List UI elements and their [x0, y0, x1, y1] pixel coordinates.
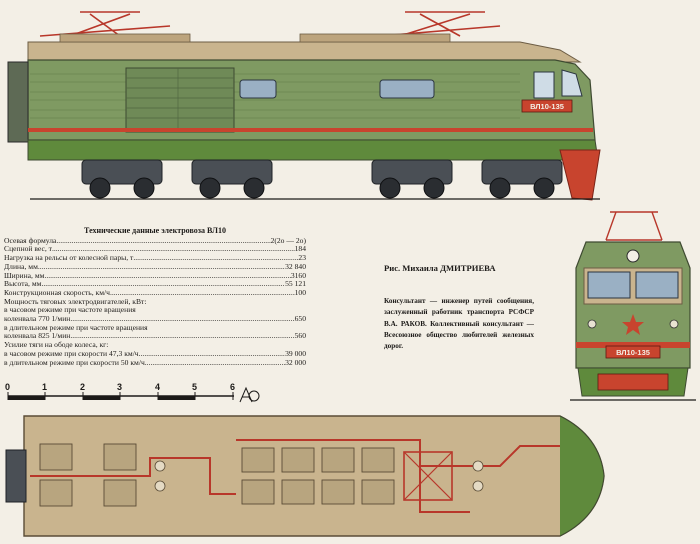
locomotive-front-view: ВЛ10-135	[566, 208, 700, 408]
leader-dots	[110, 289, 295, 298]
spec-label: Высота, мм	[4, 280, 42, 289]
technical-specs: Технические данные электровоза ВЛ10 Осев…	[4, 226, 306, 368]
spec-row: Сцепной вес, т 184	[4, 245, 306, 254]
buffer-end	[5, 449, 27, 503]
spec-row: Длина, мм 32 840	[4, 263, 306, 272]
spec-value: 100	[294, 288, 306, 297]
leader-dots	[70, 315, 294, 324]
leader-dots	[145, 359, 285, 368]
leader-dots	[41, 280, 285, 289]
wheels	[89, 177, 555, 199]
scale-tick-label: 4	[155, 382, 161, 392]
front-number-plate-text: ВЛ10-135	[616, 348, 650, 357]
pantograph-front-view	[605, 211, 663, 241]
spec-value: 39 000	[285, 349, 306, 358]
leader-dots	[133, 254, 298, 263]
spec-label: Нагрузка на рельсы от колесной пары, т	[4, 254, 134, 263]
spec-row: Осевая формула 2(2о — 2о)	[4, 237, 306, 246]
spec-label: в часовом режиме при частоте вращения	[4, 306, 136, 315]
spec-value: 32 000	[285, 358, 306, 367]
coupler-area	[597, 373, 669, 391]
spec-label: Конструкционная скорость, км/ч	[4, 288, 110, 297]
locomotive-top-view	[0, 406, 700, 544]
spec-row: в длительном режиме при скорости 50 км/ч…	[4, 359, 306, 368]
spec-row: в часовом режиме при частоте вращения	[4, 306, 306, 315]
artist-monogram	[239, 386, 260, 403]
spec-label: в часовом режиме при скорости 47,3 км/ч	[4, 349, 139, 358]
roof-hatches	[39, 443, 395, 507]
front-windshield-left	[587, 271, 631, 299]
roof-busbar	[30, 439, 560, 513]
leader-dots	[44, 272, 290, 281]
scale-tick-label: 3	[117, 382, 123, 392]
cab-windshield	[561, 69, 583, 97]
scale-tick-label: 5	[192, 382, 198, 392]
scale-tick-label: 2	[80, 382, 86, 392]
leader-dots	[56, 237, 270, 246]
spec-label: Усилие тяги на ободе колеса, кг:	[4, 341, 109, 350]
spec-label: Длина, мм	[4, 262, 38, 271]
spec-row: в часовом режиме при скорости 47,3 км/ч 3…	[4, 350, 306, 359]
pantograph-rear	[39, 11, 171, 37]
spec-value: 560	[294, 332, 306, 341]
spec-row: Мощность тяговых электродвигателей, кВт:	[4, 298, 306, 307]
spec-value: 650	[294, 315, 306, 324]
spec-label: Мощность тяговых электродвигателей, кВт:	[4, 297, 147, 306]
scale-tick-label: 6	[230, 382, 236, 392]
front-windshield-right	[635, 271, 679, 299]
spec-label: Ширина, мм	[4, 271, 45, 280]
leader-dots	[38, 263, 285, 272]
specs-list: Осевая формула 2(2о — 2о) Сцепной вес, т 18…	[4, 237, 306, 368]
pantograph-front	[379, 11, 501, 37]
spec-label: Осевая формула	[4, 236, 57, 245]
star-emblem	[622, 314, 644, 335]
leader-dots	[139, 350, 285, 359]
specs-title: Технические данные электровоза ВЛ10	[84, 226, 226, 235]
number-plate	[521, 99, 573, 113]
insulators	[154, 460, 484, 492]
scale-bar: 0 1 2 3 4 5 6	[2, 382, 264, 406]
locomotive-side-view: ВЛ10-135	[0, 0, 700, 212]
spec-label: коленвала 825 1/мин	[4, 332, 71, 341]
scale-tick-label: 0	[5, 382, 11, 392]
spec-value: 32 840	[285, 262, 306, 271]
scale-tick-label: 1	[42, 382, 48, 392]
spec-row: Ширина, мм 3160	[4, 272, 306, 281]
marker-light	[587, 319, 597, 329]
spec-row: коленвала 770 1/мин 650	[4, 315, 306, 324]
marker-light	[669, 319, 679, 329]
spec-value: 2(2о — 2о)	[270, 236, 306, 245]
leader-dots	[70, 332, 294, 341]
bogie-group	[81, 159, 563, 185]
spec-label: в длительном режиме при скорости 50 км/ч	[4, 358, 145, 367]
number-plate-text: ВЛ10-135	[530, 102, 564, 111]
spec-row: Высота, мм 55 121	[4, 280, 306, 289]
spec-value: 23	[298, 254, 306, 263]
spec-row: Усилие тяги на ободе колеса, кг:	[4, 341, 306, 350]
side-window	[379, 79, 435, 99]
side-window	[239, 79, 277, 99]
spec-label: в длительном режиме при частоте вращения	[4, 323, 148, 332]
spec-row: Нагрузка на рельсы от колесной пары, т 23	[4, 254, 306, 263]
consultants-note: Консультант — инженер путей сообщения, з…	[384, 297, 534, 351]
front-number-plate	[605, 345, 661, 359]
spec-value: 55 121	[285, 280, 306, 289]
pantograph-frame-top	[403, 451, 453, 501]
spec-row: Конструкционная скорость, км/ч 100	[4, 289, 306, 298]
leader-dots	[52, 245, 295, 254]
spec-label: Сцепной вес, т	[4, 245, 52, 254]
spec-row: коленвала 825 1/мин 560	[4, 332, 306, 341]
spec-value: 3160	[290, 271, 306, 280]
spec-label: коленвала 770 1/мин	[4, 315, 71, 324]
illustration-credit: Рис. Михаила ДМИТРИЕВА	[384, 263, 496, 273]
spec-row: в длительном режиме при частоте вращения	[4, 324, 306, 333]
cab-door-window	[533, 71, 555, 99]
spec-value: 184	[294, 245, 306, 254]
headlight	[626, 249, 640, 263]
